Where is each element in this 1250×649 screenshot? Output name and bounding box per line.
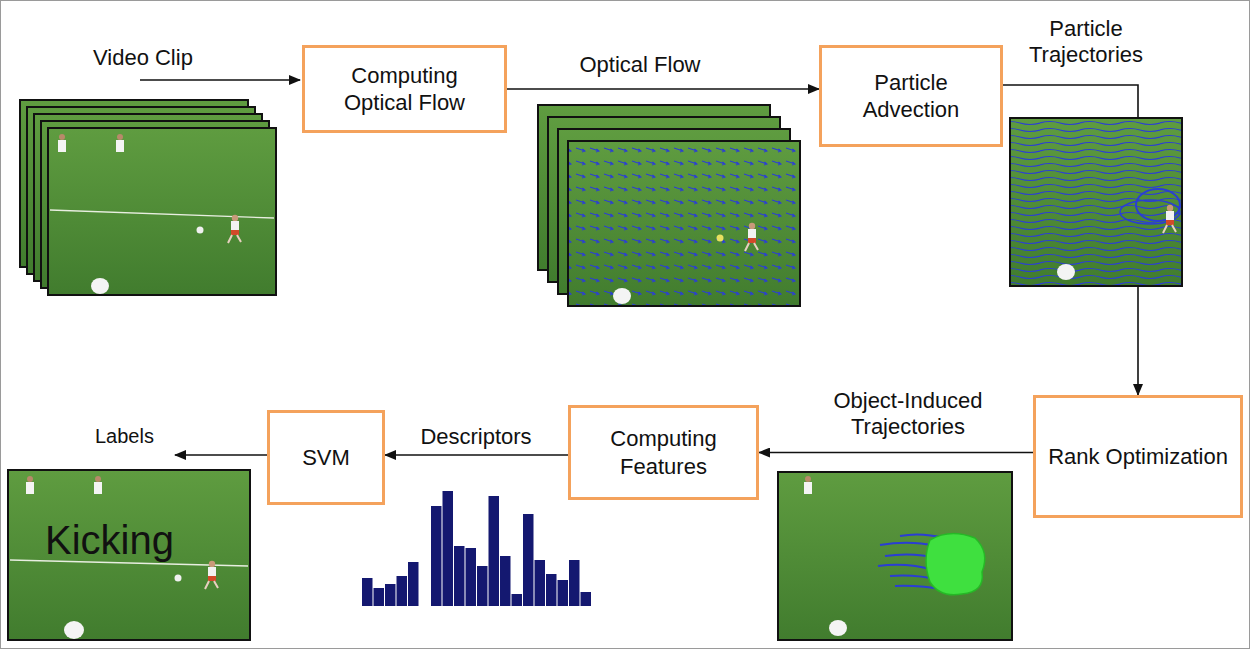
process-box: Computing Features: [568, 405, 759, 500]
histogram-bar: [454, 546, 465, 606]
box-label: Computing Optical Flow: [315, 62, 494, 117]
bystander-figure: [58, 134, 66, 152]
flow-arrow: [759, 452, 1033, 454]
box-content: SVM: [292, 444, 360, 472]
edge-label: Optical Flow: [540, 52, 740, 78]
histogram-bar: [374, 588, 385, 606]
flow-arrow: [507, 88, 819, 90]
edge-label: Particle Trajectories: [1021, 16, 1151, 69]
output-label: Labels: [95, 424, 154, 448]
histogram-bar: [397, 576, 408, 606]
video-frame: [48, 128, 276, 295]
box-content: Computing Optical Flow: [305, 62, 504, 117]
histogram-bar: [431, 506, 442, 606]
process-box: Rank Optimization: [1033, 395, 1243, 518]
class-label: Kicking: [45, 516, 174, 564]
ball: [197, 227, 204, 234]
process-box: Particle Advection: [819, 45, 1003, 147]
trajectory-frame: [1010, 118, 1182, 286]
box-label: Particle Advection: [832, 69, 990, 124]
bystander-figure: [804, 476, 812, 494]
particle-trajectory-image: [1010, 118, 1182, 286]
histogram-bar: [466, 548, 477, 606]
histogram-bar: [500, 556, 511, 606]
edge-label: Object-Induced Trajectories: [803, 388, 1013, 441]
bystander-figure: [1057, 264, 1075, 280]
histogram-bar: [546, 574, 557, 606]
process-box: Computing Optical Flow: [302, 45, 507, 133]
kicker-figure: [228, 215, 241, 243]
result-frame: [8, 470, 250, 640]
edge-label: Descriptors: [401, 424, 551, 450]
kicker-figure: [205, 561, 218, 589]
bystander-figure: [64, 621, 84, 639]
process-box: SVM: [267, 410, 385, 505]
object-blob: [926, 533, 985, 594]
histogram-bar: [535, 560, 546, 606]
output-arrow: [175, 454, 267, 456]
histogram-bar: [558, 580, 569, 606]
histogram-bar: [489, 496, 500, 606]
object-trajectory-image: [778, 472, 1012, 640]
field-line: [50, 210, 274, 218]
box-content: Rank Optimization: [1038, 443, 1238, 471]
kicker-figure: [745, 223, 758, 251]
flow-arrow: [385, 454, 568, 456]
input-label: Video Clip: [93, 45, 193, 71]
labelled-frame: [8, 470, 250, 640]
histogram-bar: [477, 566, 488, 606]
histogram-bar: [512, 594, 523, 606]
bystander-figure: [829, 620, 847, 636]
histogram-bar: [385, 584, 396, 606]
histogram-bar: [569, 560, 580, 606]
box-content: Particle Advection: [822, 69, 1000, 124]
ball: [175, 575, 182, 582]
bystander-figure: [94, 476, 102, 494]
optical-flow-stack: [538, 105, 800, 306]
flow-frame: [568, 141, 800, 306]
ball: [717, 235, 724, 242]
box-content: Computing Features: [571, 425, 756, 480]
box-label: SVM: [302, 444, 350, 472]
object-frame: [778, 472, 1012, 640]
bystander-figure: [613, 288, 631, 304]
bystander-figure: [91, 278, 109, 294]
bystander-figure: [26, 476, 34, 494]
histogram-bar: [408, 562, 419, 606]
video-clip-stack: [20, 100, 276, 295]
histogram-bar: [523, 514, 534, 606]
trajectory-field: [1011, 119, 1181, 285]
histogram-bar: [362, 578, 373, 606]
histogram-bar: [581, 592, 592, 606]
input-arrow: [140, 79, 300, 81]
bystander-figure: [116, 134, 124, 152]
box-label: Rank Optimization: [1048, 443, 1228, 471]
descriptor-histogram: [362, 491, 591, 606]
box-label: Computing Features: [581, 425, 746, 480]
flow-field: [569, 142, 799, 305]
kicker-figure: [1163, 205, 1176, 233]
histogram-bar: [443, 491, 454, 606]
